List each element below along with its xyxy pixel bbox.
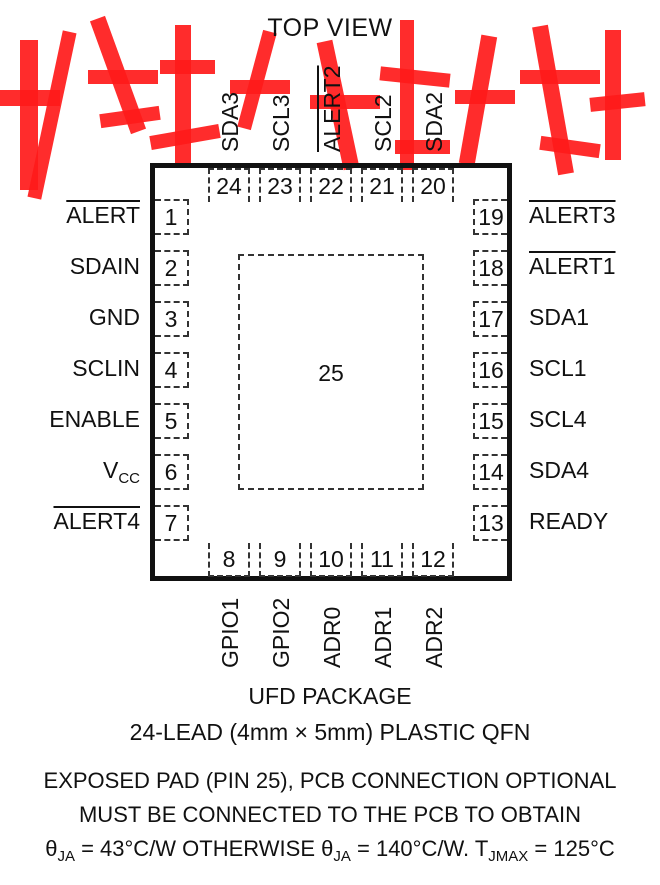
right-pin-pad: 14 [473,454,507,490]
left-pin-name: V [102,457,119,483]
right-pin-label: ALERT1 [529,253,616,279]
bottom-pin-label: ADR2 [421,606,447,668]
top-pin-label: SDA2 [421,91,447,152]
watermark-stroke [395,140,450,154]
right-pin-label: SCL4 [529,406,587,432]
right-pin-pad: 15 [473,403,507,439]
left-pin-name: SDAIN [69,253,140,279]
right-pin-pad: 18 [473,250,507,286]
theta-subscript-1: JA [57,848,75,865]
watermark-stroke [455,90,515,104]
watermark-stroke [520,70,600,84]
left-pin-name: ALERT4 [53,508,140,534]
bottom-pin-pad: 11 [361,543,403,577]
bottom-pin-pad: 8 [208,543,250,577]
right-pin-label: READY [529,508,609,534]
exposed-pad-number: 25 [318,360,344,386]
left-pin-pad: 2 [155,250,189,286]
top-pin-label: SCL3 [268,94,294,152]
top-pin-pad: 22 [310,168,352,202]
left-pin-label: ENABLE [49,406,140,433]
left-pin-pad: 3 [155,301,189,337]
right-pin-label: SDA4 [529,457,590,483]
right-pin-label: SDA1 [529,304,590,330]
left-pin-label: ALERT [66,202,140,229]
watermark-stroke [160,60,215,74]
note-text-3: = 140°C/W. T [350,836,489,861]
right-pin-label: ALERT3 [529,202,616,228]
watermark-stroke [20,40,38,190]
top-pin-pad: 21 [361,168,403,202]
watermark-stroke [589,92,646,112]
watermark-stroke [310,95,380,109]
left-pin-pad: 4 [155,352,189,388]
bottom-pin-pad: 9 [259,543,301,577]
watermark-stroke [230,80,290,94]
top-view-title: TOP VIEW [267,14,393,42]
bottom-pin-label: GPIO1 [217,597,243,668]
theta-subscript-2: JA [333,848,351,865]
left-pin-label: SDAIN [70,253,140,280]
left-pin-pad: 1 [155,199,189,235]
package-caption-line1: UFD PACKAGE [248,683,412,709]
right-pin-pad: 17 [473,301,507,337]
bottom-pin-label: ADR1 [370,606,396,668]
watermark-stroke [88,70,158,84]
package-caption-line2: 24-LEAD (4mm × 5mm) PLASTIC QFN [129,719,531,745]
note-text-4: = 125°C [528,836,615,861]
theta-symbol-1: θ [45,836,58,861]
top-pin-pad: 20 [412,168,454,202]
left-pin-pad: 6 [155,454,189,490]
left-pin-subscript: CC [118,470,140,487]
left-pin-label: VCC [103,457,140,487]
bottom-pin-label: GPIO2 [268,597,294,668]
tj-subscript: JMAX [488,848,529,865]
left-pin-name: SCLIN [72,355,140,381]
top-pin-pad: 23 [259,168,301,202]
left-pin-name: GND [88,304,140,330]
left-pin-pad: 7 [155,505,189,541]
right-pin-pad: 13 [473,505,507,541]
top-pin-pad: 24 [208,168,250,202]
note-text-2: = 43°C/W OTHERWISE θ [74,836,334,861]
note-line1: EXPOSED PAD (PIN 25), PCB CONNECTION OPT… [43,768,617,793]
watermark-stroke [379,66,451,88]
note-line3: θJA = 43°C/W OTHERWISE θJA = 140°C/W. TJ… [0,836,660,865]
bottom-pin-pad: 12 [412,543,454,577]
right-pin-pad: 16 [473,352,507,388]
left-pin-label: SCLIN [72,355,140,382]
exposed-pad [238,254,424,490]
left-pin-label: GND [89,304,140,331]
right-pin-label: SCL1 [529,355,587,381]
top-pin-label: SCL2 [370,94,396,152]
watermark-stroke [400,20,414,170]
top-pin-label: SDA3 [217,91,243,152]
right-pin-pad: 19 [473,199,507,235]
bottom-pin-label: ADR0 [319,606,345,668]
top-pin-label: ALERT2 [319,65,345,152]
package-outline [150,163,512,581]
left-pin-pad: 5 [155,403,189,439]
bottom-pin-pad: 10 [310,543,352,577]
note-line2: MUST BE CONNECTED TO THE PCB TO OBTAIN [78,802,581,827]
left-pin-name: ALERT [66,202,140,228]
left-pin-label: ALERT4 [53,508,140,535]
watermark-stroke [0,90,60,106]
left-pin-name: ENABLE [49,406,140,432]
